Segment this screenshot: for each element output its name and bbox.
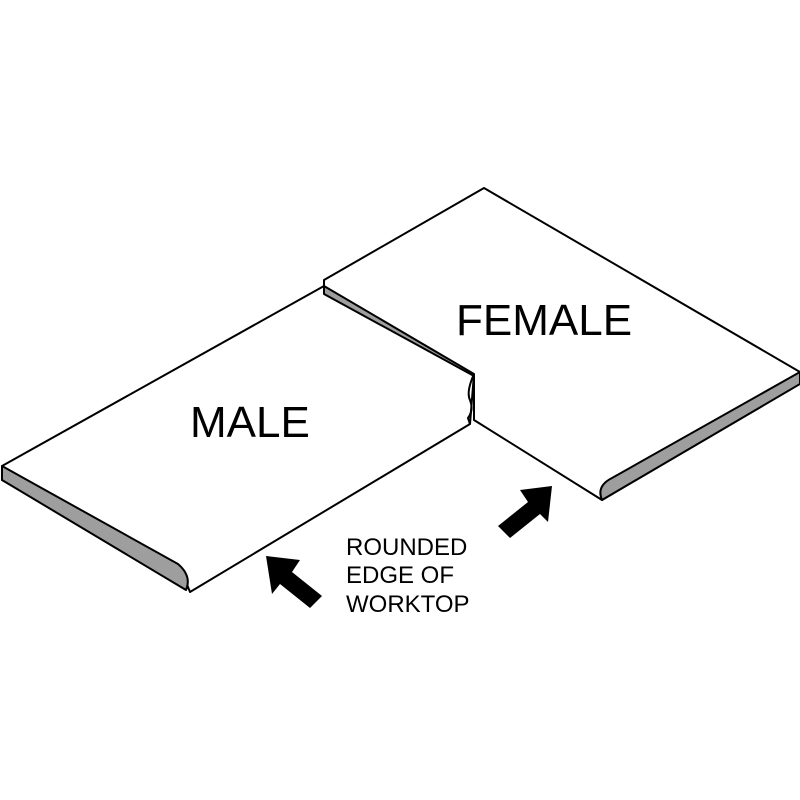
callout-line-1: ROUNDED [346, 534, 467, 561]
callout-text: ROUNDED EDGE OF WORKTOP [346, 534, 470, 618]
female-label: FEMALE [456, 296, 632, 345]
callout-line-3: WORKTOP [346, 591, 470, 618]
arrow-to-male-edge-icon [266, 556, 322, 608]
male-label: MALE [190, 398, 310, 447]
arrow-to-female-edge-icon [498, 486, 552, 538]
male-worktop-front-edge [1, 465, 189, 591]
joint-line [466, 373, 475, 425]
female-worktop [323, 187, 800, 501]
callout-line-2: EDGE OF [346, 562, 454, 589]
female-worktop-front-edge [599, 371, 800, 501]
